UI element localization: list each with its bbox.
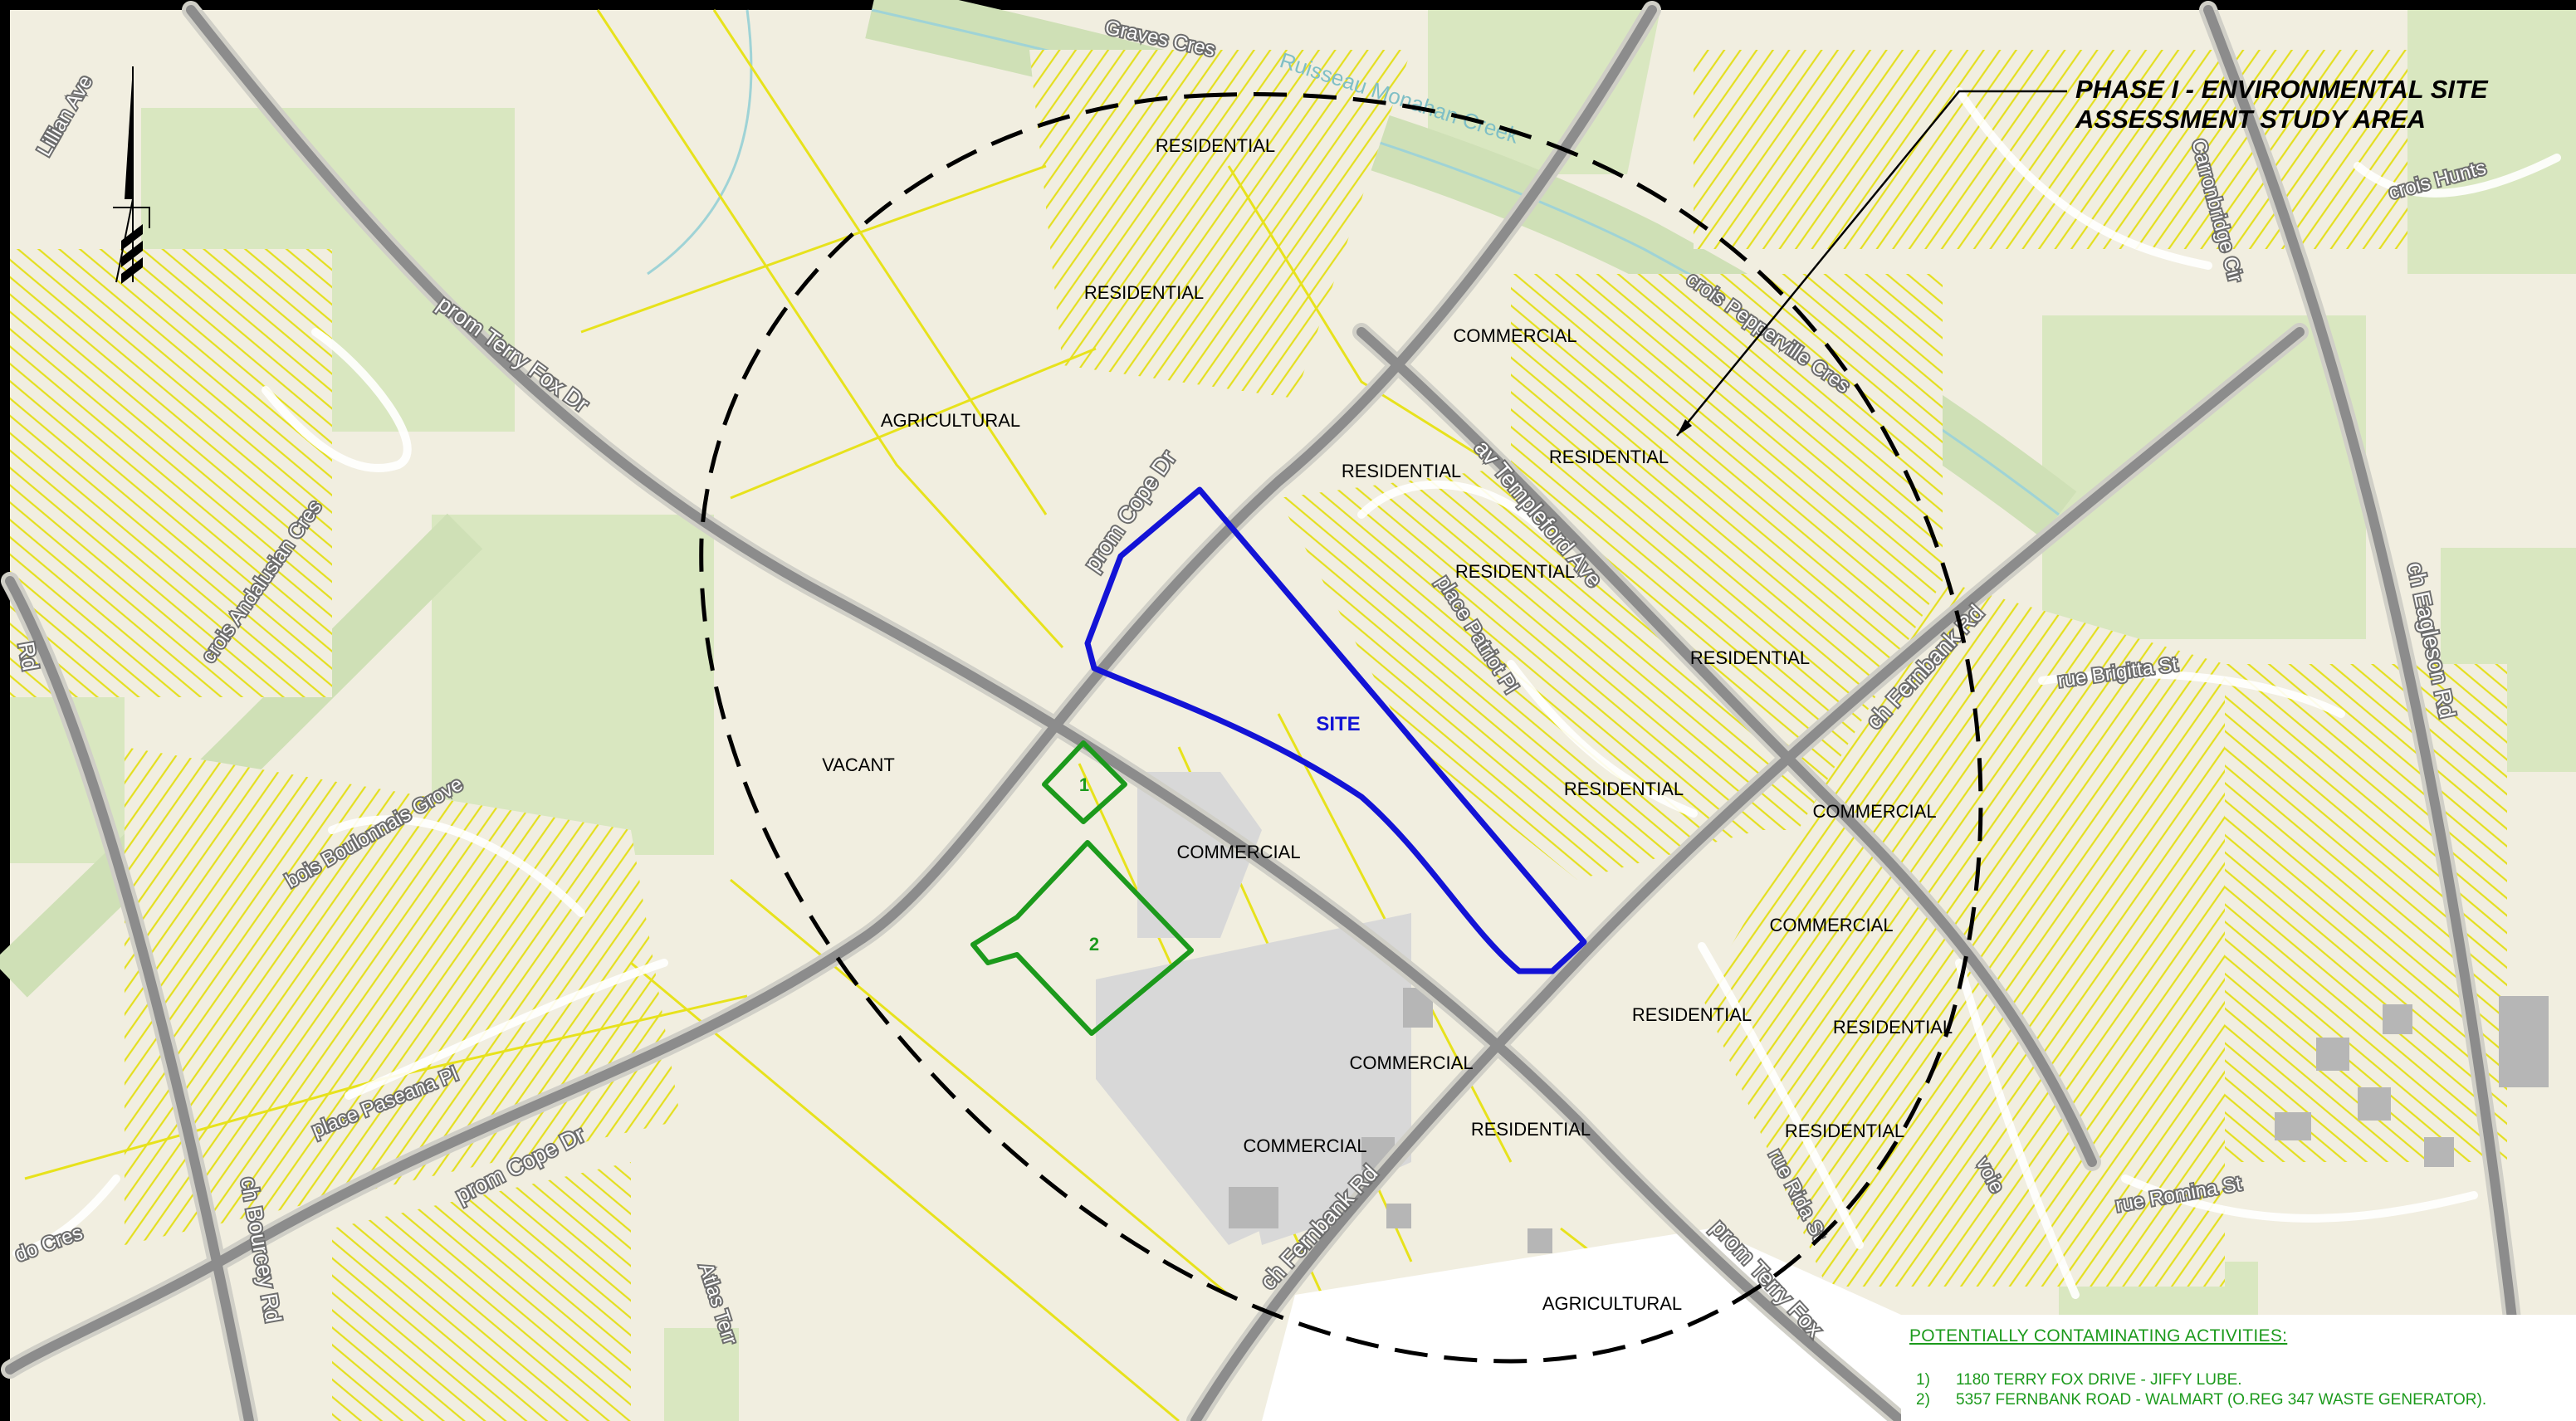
- title-leader-line: [1676, 90, 2067, 437]
- landuse-commercial-4: COMMERCIAL: [1769, 915, 1893, 935]
- pca-marker-1-label: 1: [1079, 774, 1089, 795]
- landuse-residential-7: RESIDENTIAL: [1564, 779, 1684, 799]
- landuse-residential-2: RESIDENTIAL: [1084, 282, 1204, 303]
- west-creek: [647, 9, 753, 276]
- pca-legend-item-2: 2) 5357 FERNBANK ROAD - WALMART (O.REG 34…: [1916, 1391, 2486, 1409]
- landuse-residential-3: RESIDENTIAL: [1342, 461, 1461, 481]
- landuse-residential-1: RESIDENTIAL: [1156, 135, 1275, 156]
- landuse-commercial-1: COMMERCIAL: [1453, 325, 1576, 346]
- landuse-agricultural-2: AGRICULTURAL: [1542, 1293, 1682, 1314]
- site-boundary: [1084, 486, 1587, 974]
- pca-legend-title: POTENTIALLY CONTAMINATING ACTIVITIES:: [1909, 1326, 2288, 1345]
- land-use-labels: RESIDENTIAL RESIDENTIAL RESIDENTIAL RESI…: [822, 135, 1953, 1314]
- study-area-title-line2: ASSESSMENT STUDY AREA: [2075, 105, 2427, 134]
- landuse-agricultural-1: AGRICULTURAL: [881, 410, 1020, 431]
- pca-marker-2-label: 2: [1089, 934, 1099, 955]
- pca-legend-item-1: 1) 1180 TERRY FOX DRIVE - JIFFY LUBE.: [1916, 1371, 2242, 1389]
- pca-legend: POTENTIALLY CONTAMINATING ACTIVITIES: 1)…: [1901, 1315, 2576, 1421]
- pca-legend-item-2-text: 5357 FERNBANK ROAD - WALMART (O.REG 347 …: [1956, 1391, 2487, 1409]
- west-corridor: [0, 513, 483, 998]
- landuse-vacant: VACANT: [822, 754, 895, 775]
- leader-arrowhead-icon: [1677, 419, 1692, 436]
- pca-marker-1: [1042, 740, 1127, 824]
- landuse-residential-8: RESIDENTIAL: [1632, 1004, 1752, 1025]
- landuse-commercial-2: COMMERCIAL: [1176, 842, 1300, 862]
- study-area-title-line1: PHASE I - ENVIRONMENTAL SITE: [2075, 75, 2488, 104]
- landuse-residential-4: RESIDENTIAL: [1549, 447, 1669, 467]
- landuse-commercial-6: COMMERCIAL: [1243, 1135, 1366, 1156]
- pca-legend-item-1-num: 1): [1916, 1371, 1930, 1389]
- landuse-residential-6: RESIDENTIAL: [1690, 647, 1810, 668]
- landuse-residential-5: RESIDENTIAL: [1455, 561, 1575, 582]
- pca-legend-item-1-text: 1180 TERRY FOX DRIVE - JIFFY LUBE.: [1956, 1371, 2242, 1389]
- landuse-commercial-3: COMMERCIAL: [1812, 801, 1936, 822]
- site-label: SITE: [1316, 713, 1360, 735]
- north-arrow-icon: [113, 66, 150, 284]
- pca-legend-item-2-num: 2): [1916, 1391, 1930, 1409]
- landuse-commercial-5: COMMERCIAL: [1349, 1052, 1473, 1073]
- pca-marker-2: [970, 840, 1194, 1036]
- study-area-title: PHASE I - ENVIRONMENTAL SITE ASSESSMENT …: [2075, 75, 2565, 134]
- landuse-residential-11: RESIDENTIAL: [1785, 1121, 1904, 1141]
- street-rd-left: Rd: [13, 640, 43, 672]
- landuse-residential-10: RESIDENTIAL: [1471, 1119, 1591, 1140]
- study-area-boundary: [699, 92, 1983, 1364]
- landuse-residential-9: RESIDENTIAL: [1833, 1017, 1953, 1038]
